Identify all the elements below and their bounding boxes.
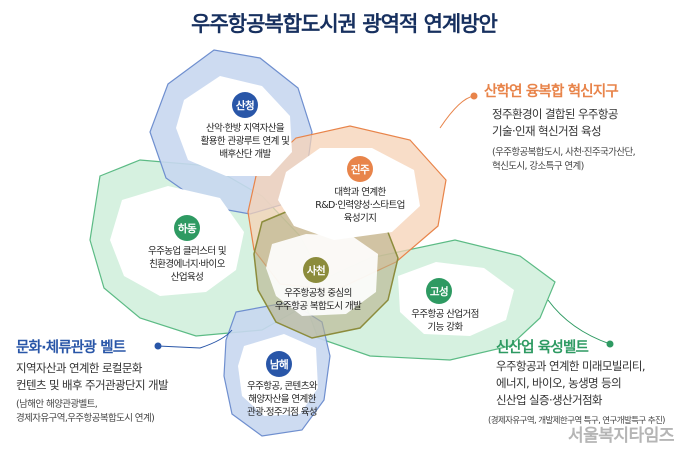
sacheon-desc: 우주항공청 중심의 우주항공 복합도시 개발 — [274, 288, 362, 312]
jinju-badge: 진주 — [347, 156, 373, 182]
page-title: 우주항공복합도시권 광역적 연계방안 — [191, 12, 498, 36]
culture-belt-note: (남해안 해양관광벨트, 경제자유구역,우주항공복합도시 연계) — [16, 399, 155, 424]
culture-belt-title: 문화·체류관광 벨트 — [16, 340, 126, 356]
innovation-leader — [439, 92, 478, 129]
industry-leader — [547, 299, 614, 348]
hadong-badge: 하동 — [174, 215, 200, 241]
innovation-zone-desc: 정주환경이 결합된 우주항공 기술·인재 혁신거점 육성 — [492, 107, 618, 138]
industry-belt-title: 신산업 육성벨트 — [496, 340, 589, 356]
sancheong-badge: 산청 — [232, 92, 258, 118]
hadong-desc: 우주농업 클러스터 및 친환경에너지·바이오 산업육성 — [147, 246, 227, 283]
innovation-zone-note: (우주항공복합도시, 사천·진주국가산단, 혁신도시, 강소특구 연계) — [492, 147, 636, 172]
namhae-badge: 남해 — [266, 351, 292, 377]
sancheong-desc: 산악·한방 지역자산을 활용한 관광루트 연계 및 배후산단 개발 — [200, 123, 290, 160]
goseong-land — [398, 262, 514, 336]
sancheong-land — [176, 76, 292, 176]
goseong-desc: 우주항공 산업거점 기능 강화 — [411, 309, 479, 333]
jinju-land — [278, 148, 420, 240]
industry-belt-note: (경제자유구역, 개발제한구역 특구, 연구개발특구 추진) — [488, 416, 665, 426]
sacheon-badge: 사천 — [303, 257, 329, 283]
industry-belt-desc: 우주항공과 연계한 미래모빌리티, 에너지, 바이오, 농생명 등의 신산업 실… — [496, 359, 645, 407]
culture-belt-desc: 지역자산과 연계한 로컬문화 컨텐츠 및 배후 주거관광단지 개발 — [16, 361, 169, 392]
namhae-desc: 우주항공, 콘텐츠와 해양자산을 연계한 관광·정주거점 육성 — [247, 381, 318, 418]
jinju-desc: 대학과 연계한 R&D·인력양성·스타트업 육성기지 — [315, 187, 405, 224]
hadong-land — [110, 186, 244, 296]
culture-leader — [154, 329, 233, 350]
goseong-badge: 고성 — [426, 278, 452, 304]
innovation-zone-title: 산학연 융복합 혁신지구 — [484, 84, 619, 100]
watermark-logo: 서울복지타임즈 — [568, 426, 674, 446]
